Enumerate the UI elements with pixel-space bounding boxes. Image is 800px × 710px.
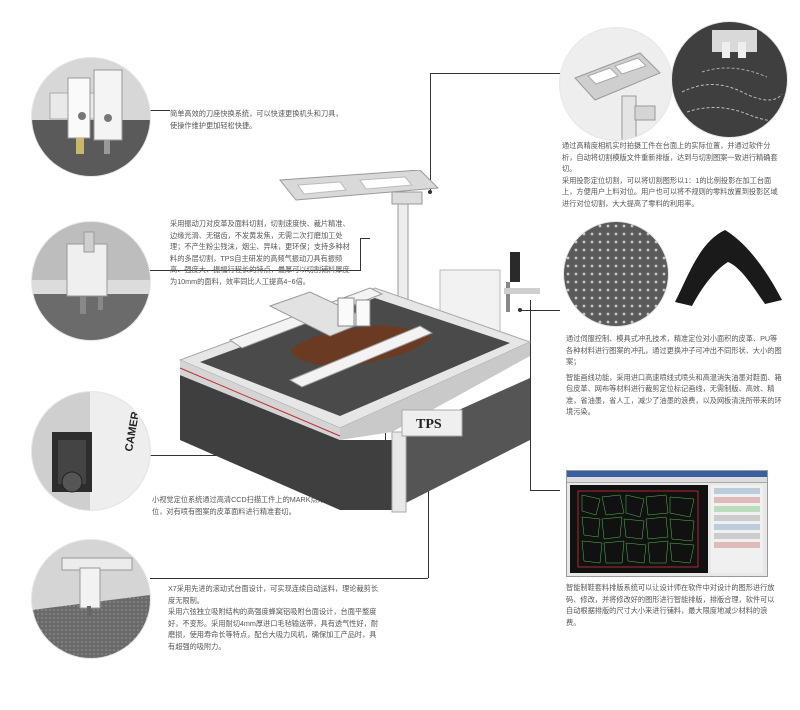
connector-line — [150, 110, 170, 111]
connector-dot — [428, 190, 432, 194]
ccd-table-icon — [672, 22, 787, 137]
cutting-machine-illustration: TPS — [170, 169, 590, 530]
connector-line — [430, 73, 431, 193]
desc-line: 通过伺服控制、模具式冲孔技术，精准定位对小面积的皮革、PU等各种材料进行图案的冲… — [566, 334, 782, 366]
desc-line: 通过高精度相机实时拍摄工件在台面上的实际位置，并通过软件分析，自动将切割模版文件… — [562, 141, 778, 173]
desc-line: X7采用先进的滚动式台面设计，可实现连续自动送料，理论裁剪长度无限制。 — [168, 584, 379, 605]
desc-line: 使操作维护更加轻松快捷。 — [170, 120, 257, 130]
desc-line: 采用振动刀对皮革及面料切割，切割速度快、裁片精准、边缘光滑、无锯齿，不发黄发焦，… — [170, 219, 350, 286]
shoe-upper-icon — [670, 222, 785, 312]
connector-line — [428, 470, 429, 578]
connector-dot — [518, 308, 522, 312]
desc-line: 采用六弦独立吸附结构的高强度蜂窝铝吸附台面设计，台面平整度好，不变形。采用耐切4… — [168, 607, 379, 651]
connector-line — [150, 578, 428, 579]
vibrating-knife-desc: 采用振动刀对皮革及面料切割，切割速度快、裁片精准、边缘光滑、无锯齿，不发黄发焦，… — [170, 218, 355, 287]
mark-vision-desc: 小视觉定位系统通过高清CCD扫描工件上的MARK点来精准定位，对有喷有图案的皮革… — [152, 494, 357, 517]
connector-line — [430, 73, 560, 74]
desc-line: 简单高效的刀座快换系统，可以快速更换机头和刀具， — [170, 109, 343, 118]
ccd-projection-desc: 通过高精度相机实时拍摄工件在台面上的实际位置，并通过软件分析，自动将切割模版文件… — [562, 140, 780, 209]
knife-change-desc: 简单高效的刀座快换系统，可以快速更换机头和刀具， 使操作维护更加轻松快捷。 — [170, 108, 370, 131]
connector-line — [150, 270, 360, 271]
tool-head-icon — [32, 58, 150, 176]
vibrating-knife-icon — [32, 222, 150, 340]
connector-line — [360, 238, 361, 271]
desc-line: 采用投影定位切割，可以将切割图形以1：1的比例投影在加工台面上，方便用户上料对位… — [562, 175, 778, 208]
connector-line — [530, 300, 531, 490]
leather-punch-icon — [564, 222, 668, 326]
connector-line — [530, 490, 560, 491]
connector-line — [360, 238, 370, 239]
desc-line: 智能画线功能，采用进口高速喷线式喷头和高温消失油墨对鞋面、箱包皮革、网布等材料进… — [566, 372, 782, 417]
camera-icon: CAMERA — [32, 392, 150, 510]
desc-line: 智能制鞋套料排版系统可以让设计师在软件中对设计的图形进行放码、修改，并将修改好的… — [566, 583, 775, 627]
conveyor-desc: X7采用先进的滚动式台面设计，可实现连续自动送料，理论裁剪长度无限制。 采用六弦… — [168, 583, 383, 652]
connector-line — [520, 310, 560, 311]
projector-icon — [560, 28, 672, 140]
brand-logo: TPS — [416, 417, 442, 432]
nesting-software-desc: 智能制鞋套料排版系统可以让设计师在软件中对设计的图形进行放码、修改，并将修改好的… — [566, 582, 780, 628]
software-screen-icon — [566, 470, 768, 577]
punching-desc: 通过伺服控制、模具式冲孔技术，精准定位对小面积的皮革、PU等各种材料进行图案的冲… — [566, 333, 784, 418]
conveyor-icon — [32, 540, 150, 658]
desc-line: 小视觉定位系统通过高清CCD扫描工件上的MARK点来精准定位，对有喷有图案的皮革… — [152, 495, 347, 516]
